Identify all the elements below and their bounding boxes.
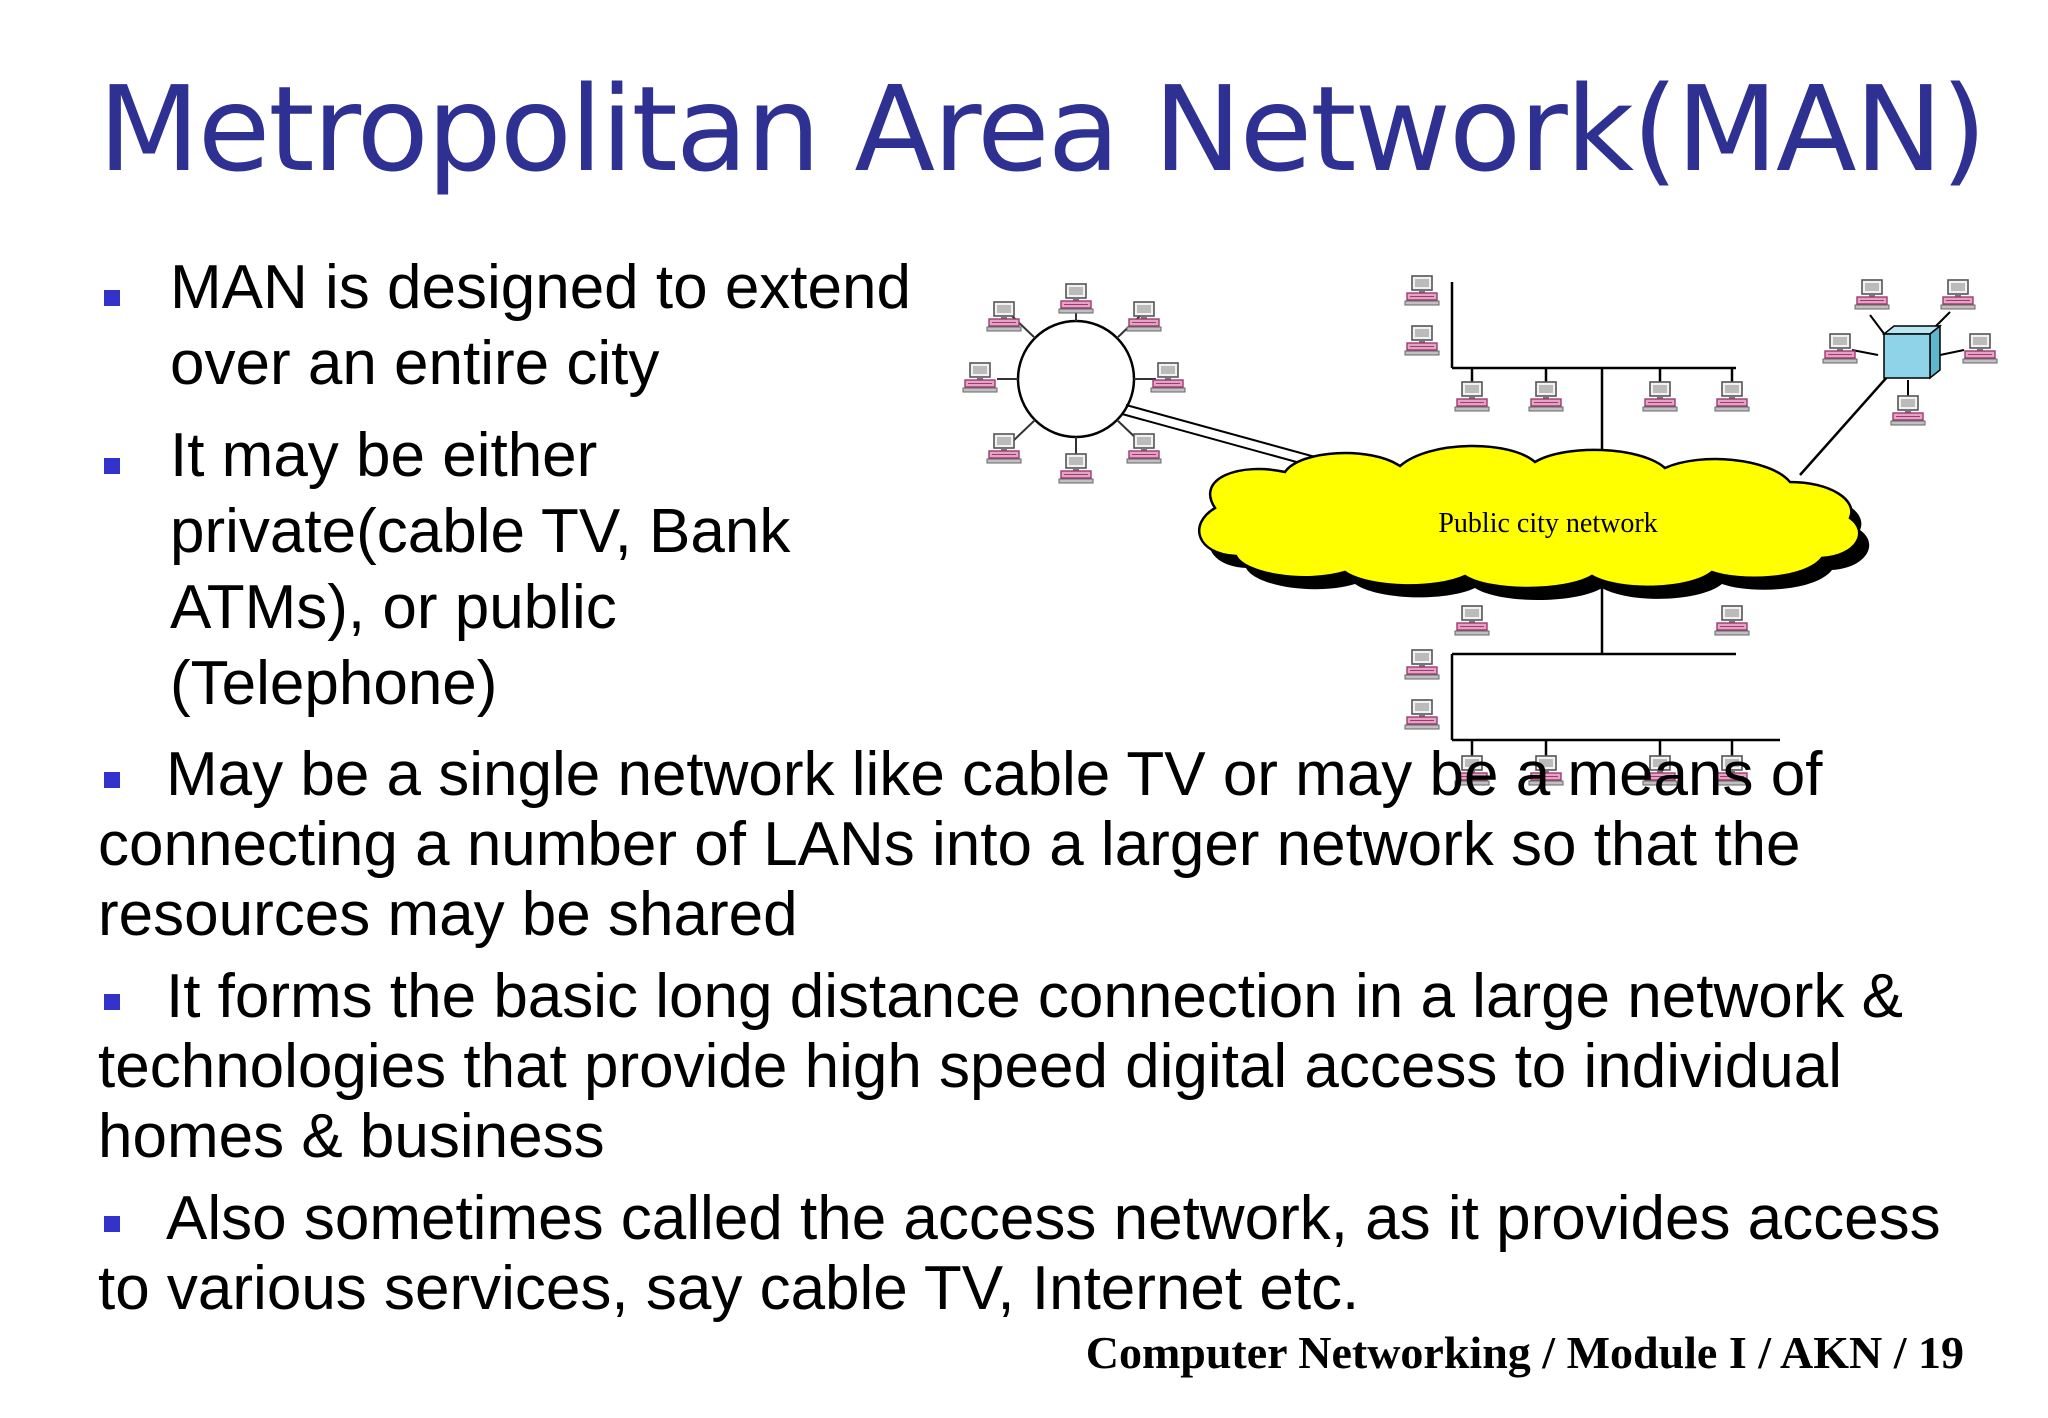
bullet-marker bbox=[104, 772, 120, 788]
bullet-5-line-1: Also sometimes called the access network… bbox=[166, 1184, 1941, 1253]
star-switch bbox=[1799, 279, 1998, 476]
bullet-2-line-4: (Telephone) bbox=[170, 649, 498, 718]
bullet-marker bbox=[104, 290, 120, 306]
bullet-4: It forms the basic long distance connect… bbox=[98, 962, 1903, 1172]
bullet-5-line-2: to various services, say cable TV, Inter… bbox=[98, 1254, 1360, 1323]
bullet-1: MAN is designed to extend over an entire… bbox=[170, 250, 911, 402]
bullet-4-line-3: homes & business bbox=[98, 1102, 605, 1171]
top-bus-computers bbox=[1404, 275, 1750, 412]
bullet-2-line-1: It may be either bbox=[170, 421, 598, 490]
bullet-marker bbox=[104, 458, 120, 474]
bullet-2-line-2: private(cable TV, Bank bbox=[170, 497, 791, 566]
bullet-marker bbox=[104, 1216, 120, 1232]
slide-footer: Computer Networking / Module I / AKN / 1… bbox=[1085, 1327, 1964, 1378]
bullet-1-line-2: over an entire city bbox=[170, 329, 660, 398]
public-city-network-cloud: Public city network bbox=[1198, 444, 1870, 600]
bullet-5: Also sometimes called the access network… bbox=[98, 1184, 1941, 1324]
bullet-4-line-1: It forms the basic long distance connect… bbox=[166, 962, 1903, 1031]
bullet-3: May be a single network like cable TV or… bbox=[98, 740, 1822, 950]
bullet-marker bbox=[104, 994, 120, 1010]
bullet-1-line-1: MAN is designed to extend bbox=[170, 253, 911, 322]
bullet-2: It may be either private(cable TV, Bank … bbox=[170, 418, 790, 722]
bullet-3-line-2: connecting a number of LANs into a large… bbox=[98, 810, 1801, 879]
slide-title: Metropolitan Area Network(MAN) bbox=[98, 60, 1987, 198]
bottom-bus-lan bbox=[1450, 580, 1780, 756]
bullet-2-line-3: ATMs), or public bbox=[170, 573, 617, 642]
bullet-4-line-2: technologies that provide high speed dig… bbox=[98, 1032, 1843, 1101]
top-bus-lan bbox=[1450, 282, 1736, 454]
ring-lan bbox=[962, 283, 1186, 484]
cloud-label: Public city network bbox=[1438, 508, 1657, 539]
bullet-3-line-1: May be a single network like cable TV or… bbox=[166, 740, 1823, 809]
bullet-3-line-3: resources may be shared bbox=[98, 880, 798, 949]
